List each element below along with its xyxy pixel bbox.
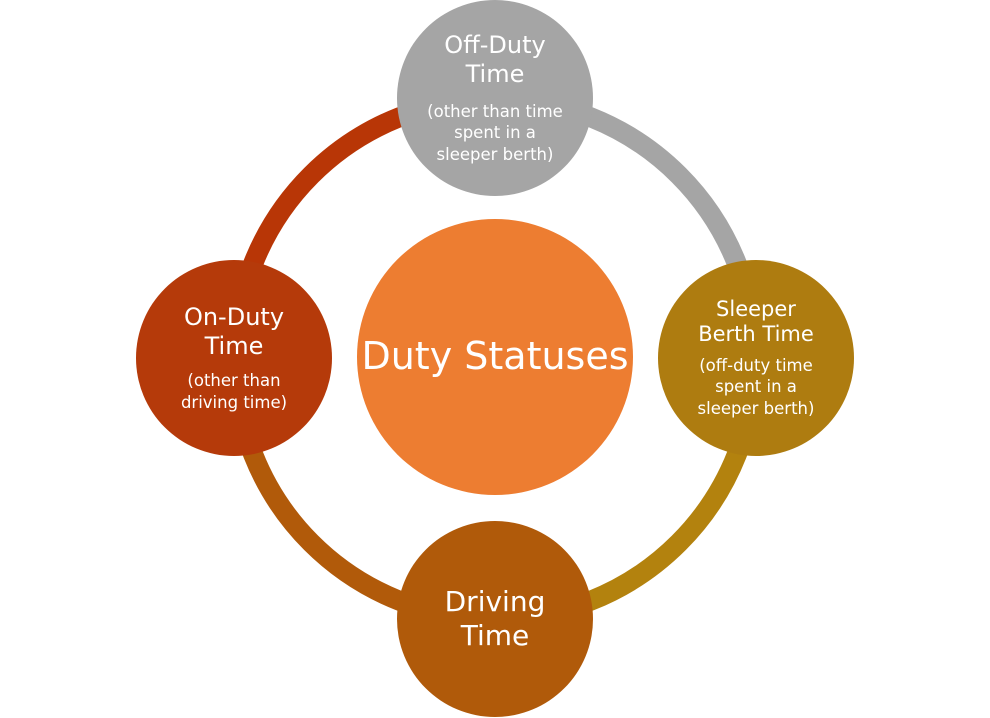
node-sleeper-berth-subtitle: (off-duty time spent in a sleeper berth)	[697, 356, 815, 418]
node-on-duty-subtitle: (other than driving time)	[180, 371, 288, 412]
node-sleeper-berth-title: Sleeper Berth Time	[698, 296, 814, 346]
node-on-duty-title: On-Duty Time	[183, 302, 285, 360]
node-driving-time: Driving Time	[397, 521, 593, 717]
node-sleeper-berth-time: Sleeper Berth Time (off-duty time spent …	[658, 260, 854, 456]
node-off-duty-subtitle: (other than time spent in a sleeper bert…	[427, 101, 563, 164]
node-off-duty-time: Off-Duty Time (other than time spent in …	[397, 0, 593, 196]
node-on-duty-time: On-Duty Time (other than driving time)	[136, 260, 332, 456]
node-off-duty-title: Off-Duty Time	[444, 31, 546, 88]
node-driving-title: Driving Time	[444, 585, 546, 652]
center-label: Duty Statuses	[361, 334, 629, 379]
center-node-duty-statuses: Duty Statuses	[357, 219, 633, 495]
